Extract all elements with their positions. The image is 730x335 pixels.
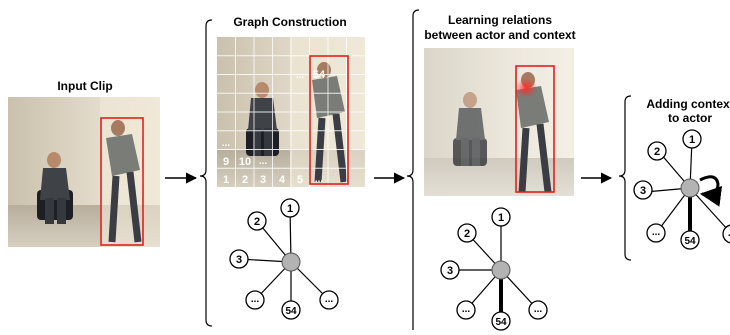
- learning-relations-frame: [424, 48, 574, 196]
- graph-construction-frame: ... 54 ... 9 10 ... 1 2 3 4 5 ...: [217, 37, 365, 187]
- graph3-node-54-label: 54: [684, 236, 696, 247]
- input-clip-frame: [8, 97, 160, 247]
- actor-bounding-box: [100, 117, 144, 246]
- graph2-node-dots-right: [528, 300, 548, 320]
- graph1-node-dots-right-label: ...: [325, 294, 334, 305]
- grid-label-row-dots: ...: [259, 156, 268, 167]
- graph1-center-node: [281, 252, 301, 272]
- adding-context-title-line1: Adding context: [646, 97, 730, 111]
- graph3-node-1: [682, 129, 702, 149]
- graph3-node-2-label: 2: [654, 146, 660, 158]
- graph2-node-dots-left: [456, 300, 476, 320]
- grid-label-mid-dots: ...: [222, 138, 231, 149]
- attention-highlight: [515, 78, 537, 98]
- graph2-node-2: [457, 223, 477, 243]
- grid-actor-bounding-box: [309, 55, 349, 185]
- grid-label-2: 2: [242, 174, 248, 186]
- grid-label-top-dots: ...: [296, 70, 305, 81]
- graph2-node-3-label: 3: [447, 265, 453, 277]
- graph3-node-1-label: 1: [689, 134, 695, 146]
- graph3-node-2: [647, 141, 667, 161]
- grid-label-9: 9: [223, 156, 229, 168]
- learning-relations-title-line2: between actor and context: [424, 28, 575, 42]
- learn-seated-person: [453, 92, 487, 166]
- graph1-node-54: [281, 300, 301, 320]
- graph2-node-dots-left-label: ...: [462, 304, 471, 315]
- grid-label-54: 54: [313, 69, 326, 81]
- graph2-node-1: [491, 207, 511, 227]
- graph3-node-54: [680, 230, 700, 250]
- graph1-node-1-label: 1: [287, 203, 293, 215]
- graph3-node-3: [633, 180, 653, 200]
- graph-construction-title: Graph Construction: [233, 15, 346, 29]
- graph2-node-54-label: 54: [495, 317, 507, 328]
- graph3-node-dots-right-label: ...: [728, 228, 730, 239]
- learning-relations-brace: [406, 9, 420, 330]
- graph1-node-2: [247, 211, 267, 231]
- adding-context-title-line2: to actor: [668, 111, 712, 125]
- grid-label-bottom-dots: ...: [315, 174, 324, 185]
- graph1-node-dots-left-label: ...: [251, 294, 260, 305]
- graph3-node-dots-left: [646, 223, 666, 243]
- graph1-node-dots-left: [245, 290, 265, 310]
- graph2-node-2-label: 2: [464, 228, 470, 240]
- graph2-node-3: [440, 260, 460, 280]
- adding-context-brace: [618, 95, 632, 261]
- graph1-node-2-label: 2: [254, 216, 260, 228]
- grid-label-1: 1: [223, 174, 229, 186]
- graph1-node-54-label: 54: [285, 306, 297, 317]
- graph1-node-3-label: 3: [236, 254, 242, 266]
- standing-person-figure: [106, 120, 142, 243]
- grid-label-4: 4: [279, 174, 286, 186]
- graph3-node-dots-right: [722, 224, 730, 244]
- grid-label-3: 3: [260, 174, 266, 186]
- input-clip-title: Input Clip: [57, 79, 112, 93]
- graph2-node-dots-right-label: ...: [534, 304, 543, 315]
- graph2-node-1-label: 1: [498, 212, 504, 224]
- grid-label-10: 10: [239, 156, 251, 168]
- seated-person-figure: [37, 152, 73, 224]
- graph1-node-3: [229, 249, 249, 269]
- graph2-center-node: [491, 260, 511, 280]
- learn-actor-bounding-box: [515, 65, 555, 193]
- graph1-node-1: [280, 198, 300, 218]
- graph1-node-dots-right: [319, 290, 339, 310]
- graph-construction-brace: [199, 19, 213, 327]
- grid-label-5: 5: [297, 174, 303, 186]
- graph3-center-node: [680, 178, 700, 198]
- graph2-node-54: [491, 311, 511, 331]
- graph3-node-3-label: 3: [640, 185, 646, 197]
- grid-standing-person: [312, 62, 348, 183]
- learning-relations-title-line1: Learning relations: [448, 13, 552, 27]
- graph3-node-dots-left-label: ...: [652, 227, 661, 238]
